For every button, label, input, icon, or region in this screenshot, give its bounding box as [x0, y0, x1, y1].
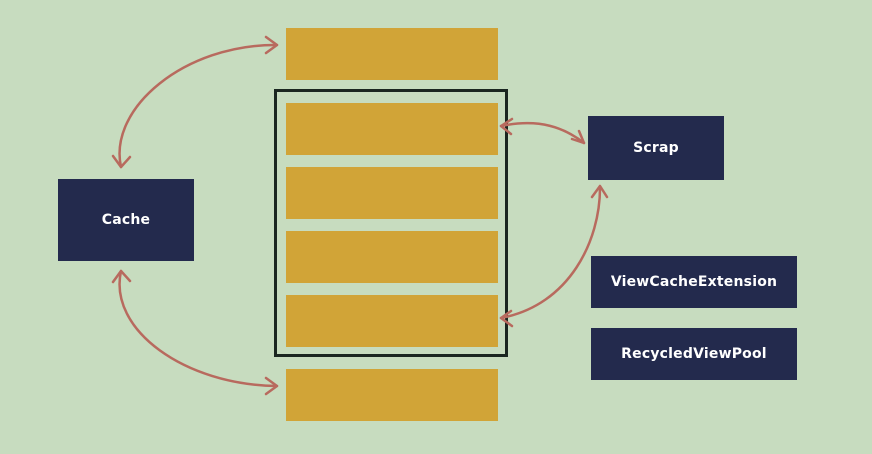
scrap-box: Scrap: [588, 116, 724, 180]
arrowhead-bottom-item: [264, 376, 279, 396]
arrowhead-top-item: [264, 35, 279, 55]
scrap-label: Scrap: [633, 140, 679, 156]
list-item-visible-1: [286, 103, 498, 155]
view-cache-extension-box: ViewCacheExtension: [591, 256, 797, 308]
arrowhead-item1: [499, 117, 514, 136]
arrow-cache-bottom-item: [118, 269, 279, 388]
list-item-visible-4: [286, 295, 498, 347]
arrowhead-scrap-top: [570, 129, 586, 145]
arrow-item1-scrap: [499, 122, 586, 145]
arrow-item4-scrap: [499, 186, 602, 320]
list-item-visible-3: [286, 231, 498, 283]
arrowhead-cache-top: [111, 154, 132, 169]
recycled-view-pool-box: RecycledViewPool: [591, 328, 797, 380]
list-item-offscreen-bottom: [286, 369, 498, 421]
arrowhead-scrap-bottom: [590, 184, 609, 199]
arrow-cache-top-item: [118, 43, 279, 169]
view-cache-extension-label: ViewCacheExtension: [610, 274, 778, 290]
list-item-visible-2: [286, 167, 498, 219]
arrowhead-item4: [499, 309, 514, 328]
arrowhead-cache-bottom: [111, 269, 132, 284]
cache-label: Cache: [101, 212, 151, 228]
visible-viewport-frame: [274, 89, 508, 357]
list-item-offscreen-top: [286, 28, 498, 80]
recycled-view-pool-label: RecycledViewPool: [621, 346, 767, 362]
cache-box: Cache: [58, 179, 194, 261]
